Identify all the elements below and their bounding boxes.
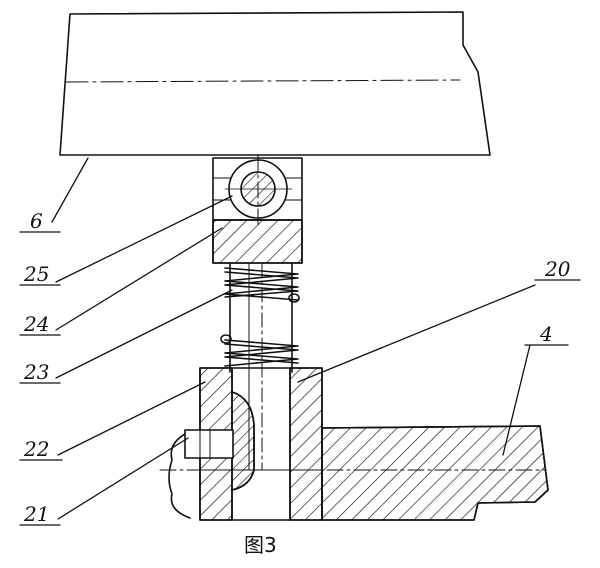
collar-part-24 xyxy=(212,219,303,264)
figure-caption: 图3 xyxy=(244,533,277,557)
label-24: 24 xyxy=(23,312,49,336)
label-23: 23 xyxy=(23,360,49,384)
label-20: 20 xyxy=(544,257,571,281)
pin-block-part-25 xyxy=(212,154,303,226)
label-22: 22 xyxy=(23,437,49,461)
upper-beam-part-6 xyxy=(59,11,491,156)
screw-part-21 xyxy=(159,429,271,519)
label-25: 25 xyxy=(23,262,49,286)
leader-lines xyxy=(19,157,581,526)
spring-part-23 xyxy=(220,267,300,367)
label-4: 4 xyxy=(539,322,553,346)
label-6: 6 xyxy=(30,209,43,233)
base-arm-part-4 xyxy=(299,425,549,521)
label-21: 21 xyxy=(23,502,49,526)
